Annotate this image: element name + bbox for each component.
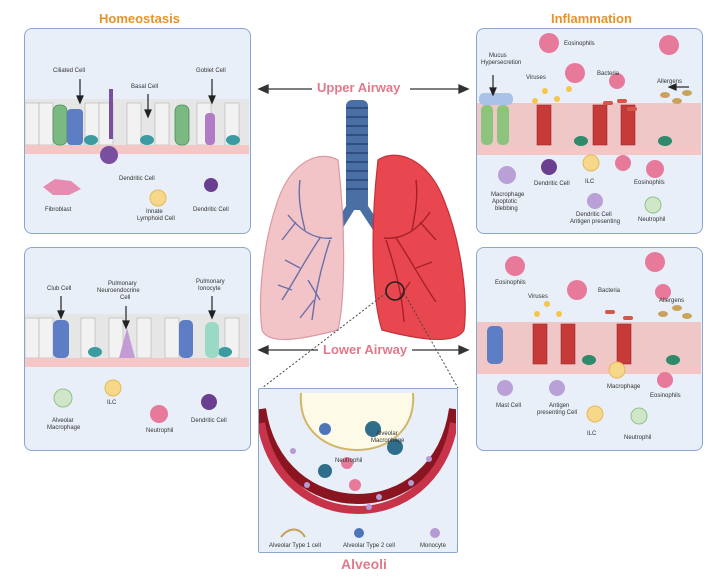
ciliated-cell-label: Ciliated Cell [53, 68, 86, 74]
ionocyte-label-2: Ionocyte [198, 286, 221, 292]
lower-homeostasis-panel: Club Cell Pulmonary Neuroendocrine Cell … [24, 247, 251, 451]
right-lung [372, 154, 466, 340]
ionocyte-label-1: Pulmonary [196, 279, 225, 285]
bacteria-label: Bacteria [598, 288, 621, 294]
macrophage-label-2: Apoptotic [492, 199, 518, 205]
bacteria-label: Bacteria [597, 71, 620, 77]
lower-airway-label: Lower Airway [323, 342, 408, 357]
alveoli-panel: Alveolar Macrophage Neutrophil Alveolar … [258, 388, 458, 553]
pne-label-1: Pulmonary [108, 281, 137, 287]
antigen-label-2: presenting Cell [537, 410, 578, 416]
innate-lymphoid-label-2: Lymphoid Cell [137, 216, 175, 222]
eosinophils-top-label: Eosinophils [564, 41, 595, 47]
alveolar-macrophage-label-1: Alveolar [376, 431, 398, 437]
neutrophil-label: Neutrophil [335, 458, 363, 464]
neutrophil-label: Neutrophil [638, 217, 666, 223]
antigen-label-1: Antigen [549, 403, 570, 409]
allergens-label: Allergens [657, 79, 683, 85]
innate-lymphoid-label-1: Innate [146, 209, 163, 215]
dendritic-antigen-label-1: Dendritic Cell [576, 212, 612, 218]
mucus-label-2: Hypersecretion [481, 60, 522, 66]
ilc-label: ILC [587, 431, 597, 437]
inflammation-title: Inflammation [551, 11, 632, 26]
basal-cell-label: Basal Cell [131, 84, 159, 90]
monocyte-label: Monocyte [420, 543, 447, 549]
dendritic-antigen-label-2: Antigen presenting [570, 219, 621, 225]
ilc-label: ILC [107, 400, 117, 406]
fibroblast-label: Fibroblast [45, 207, 72, 213]
alveolus-graphic [259, 392, 456, 538]
homeostasis-title: Homeostasis [99, 11, 180, 26]
upper-airway-label: Upper Airway [317, 80, 401, 95]
mucus-label-1: Mucus [489, 53, 507, 59]
alveolar-type1-label: Alveolar Type 1 cell [269, 543, 321, 549]
left-lung [259, 155, 345, 340]
upper-homeostasis-epithelium [25, 79, 249, 207]
neutrophil-label: Neutrophil [146, 428, 174, 434]
lower-homeostasis-epithelium [25, 296, 249, 423]
alveolar-macrophage-label-1: Alveolar [52, 418, 74, 424]
upper-inflammation-epithelium [477, 33, 701, 214]
club-cell-label: Club Cell [47, 286, 72, 292]
allergens-label: Allergens [659, 298, 685, 304]
dendritic-cell-label: Dendritic Cell [534, 181, 570, 187]
eosinophils-top-label: Eosinophils [495, 280, 526, 286]
dendritic-cell-mid-label: Dendritic Cell [119, 176, 155, 182]
left-lung-bronchi [277, 179, 333, 321]
viruses-label: Viruses [528, 294, 548, 300]
dendritic-cell-label: Dendritic Cell [191, 418, 227, 424]
pne-label-2: Neuroendocrine [97, 288, 140, 294]
macrophage-label-3: blebbing [495, 206, 518, 212]
dendritic-cell-label: Dendritic Cell [193, 207, 229, 213]
mast-cell-label: Mast Cell [496, 403, 522, 409]
ilc-label: ILC [585, 179, 595, 185]
macrophage-label-1: Macrophage [491, 192, 525, 198]
viruses-label: Viruses [526, 75, 546, 81]
macrophage-label: Macrophage [607, 384, 641, 390]
eosinophils-label: Eosinophils [634, 180, 665, 186]
zoom-circle [385, 281, 405, 301]
upper-homeostasis-panel: Ciliated Cell Basal Cell Goblet Cell Den… [24, 28, 251, 234]
alveolar-macrophage-label-2: Macrophage [371, 438, 405, 444]
upper-inflammation-panel: Mucus Hypersecretion Eosinophils Viruses… [476, 28, 703, 234]
alveolar-type2-label: Alveolar Type 2 cell [343, 543, 395, 549]
goblet-cell-label: Goblet Cell [196, 68, 226, 74]
alveolar-macrophage-label-2: Macrophage [47, 425, 81, 431]
alveoli-label: Alveoli [341, 556, 387, 572]
lower-inflammation-panel: Eosinophils Viruses Bacteria Allergens M… [476, 247, 703, 451]
lower-inflammation-epithelium [477, 252, 701, 425]
upper-airway-arrows [257, 83, 470, 356]
pne-label-3: Cell [120, 295, 131, 301]
eosinophils-label: Eosinophils [650, 393, 681, 399]
neutrophil-label: Neutrophil [624, 435, 652, 441]
